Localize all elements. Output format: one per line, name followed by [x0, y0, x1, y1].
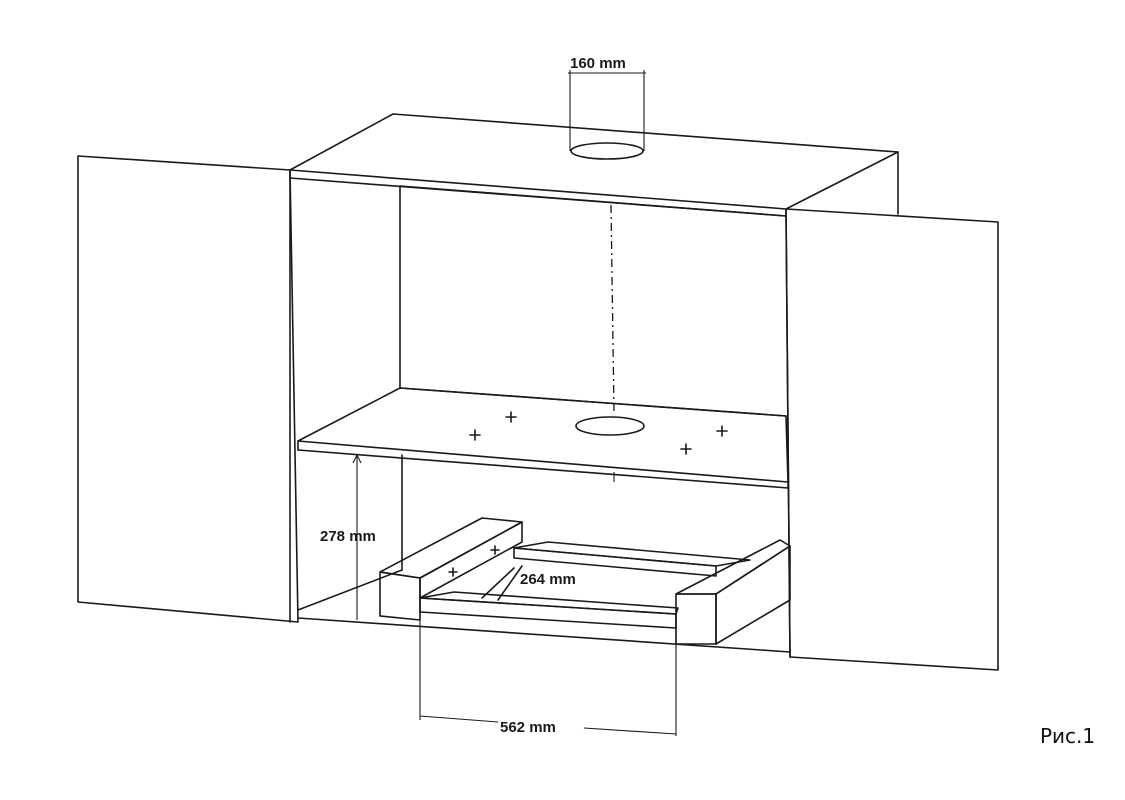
rail-spacing-label: 264 mm [520, 571, 576, 588]
duct-outlet [568, 70, 646, 160]
right-rail [675, 539, 791, 645]
shelf-duct-hole [575, 416, 645, 436]
cross-bars [481, 541, 751, 601]
center-axis [610, 204, 615, 413]
lower-compartment [297, 454, 791, 653]
height-dimension [352, 453, 362, 620]
height-label: 278 mm [320, 528, 376, 545]
figure-caption: Рис.1 [1040, 724, 1095, 748]
right-door-panel [785, 208, 999, 671]
width-dimension [419, 612, 677, 736]
width-label: 562 mm [500, 719, 556, 736]
screw-marks [448, 411, 728, 577]
mounting-shelf [297, 387, 789, 489]
duct-diameter-label: 160 mm [570, 55, 626, 72]
front-bar [419, 591, 679, 629]
left-door-panel [77, 155, 299, 623]
